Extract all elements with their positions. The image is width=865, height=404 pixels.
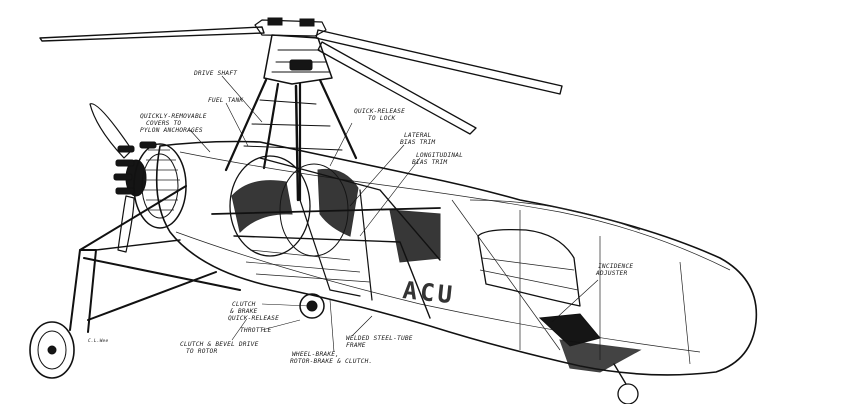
fuselage-lettering: ACU	[401, 276, 456, 309]
artist-signature: C.L.Wee	[88, 338, 108, 344]
label-clutch-bevel-line1: CLUTCH & BEVEL DRIVE	[180, 341, 259, 348]
label-quick-release-line1: QUICK-RELEASE	[354, 108, 405, 115]
label-clutch-bevel-line2: TO ROTOR	[186, 348, 217, 355]
cockpit-interior	[211, 155, 441, 319]
rotor-pylon	[224, 34, 358, 202]
label-removable-covers-line3: PYLON ANCHORAGES	[140, 127, 203, 134]
leader-lines	[189, 75, 599, 353]
label-welded-frame-line2: FRAME	[346, 342, 366, 349]
callout-labels: DRIVE SHAFT FUEL TANK QUICKLY-REMOVABLE …	[88, 70, 633, 365]
label-wheel-brake-line2: ROTOR-BRAKE & CLUTCH.	[290, 358, 372, 365]
label-lateral-trim-line2: BIAS TRIM	[400, 139, 435, 146]
label-removable-covers-line1: QUICKLY-REMOVABLE	[140, 113, 207, 120]
label-lateral-trim-line1: LATERAL	[404, 132, 432, 139]
label-clutch-line2: & BRAKE	[229, 308, 258, 315]
engine	[113, 141, 187, 229]
fuselage: ACU	[155, 140, 758, 376]
label-removable-covers-line2: COVERS TO	[146, 120, 181, 127]
label-clutch-line3: QUICK-RELEASE	[228, 315, 279, 322]
label-welded-frame-line1: WELDED STEEL-TUBE	[346, 335, 413, 342]
rotor-blades	[39, 17, 563, 135]
label-throttle: THROTTLE	[240, 327, 271, 334]
label-incidence-line1: INCIDENCE	[598, 263, 633, 270]
label-incidence-line2: ADJUSTER	[595, 270, 627, 277]
undercarriage	[29, 185, 639, 404]
label-quick-release-line2: TO LOCK	[368, 115, 397, 122]
label-longitudinal-trim-line2: BIAS TRIM	[412, 159, 447, 166]
label-clutch-line1: CLUTCH	[232, 301, 256, 308]
label-drive-shaft: DRIVE SHAFT	[193, 70, 238, 77]
label-longitudinal-trim-line1: LONGITUDINAL	[416, 152, 463, 159]
label-wheel-brake-line1: WHEEL-BRAKE,	[292, 351, 339, 358]
label-fuel-tank: FUEL TANK	[208, 97, 244, 104]
